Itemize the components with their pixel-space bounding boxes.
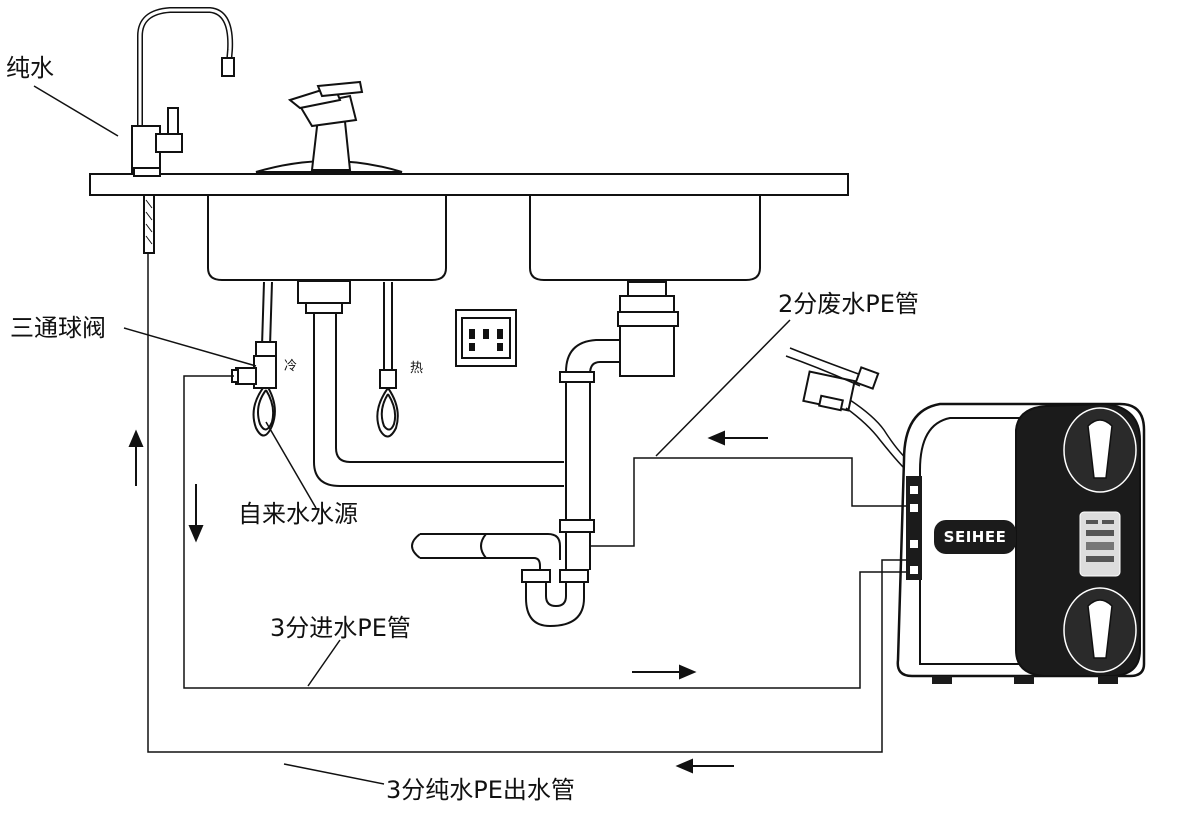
label-outlet-pipe: 3分纯水PE出水管 [386,776,575,804]
hot-hose [383,282,393,384]
three-way-ball-valve [231,355,277,389]
arrow-down [188,484,204,543]
arrow-left-outlet [675,758,734,774]
pipe-routes [147,253,906,753]
sink-basin-right [529,195,761,281]
sink-basin-left [207,195,447,281]
wall-outlet [455,309,517,367]
cold-hose [261,281,273,347]
arrow-right [632,664,697,680]
brand-badge [934,520,1016,554]
countertop [89,173,849,196]
label-inlet-pipe: 3分进水PE管 [270,614,411,642]
pure-water-faucet [131,7,235,254]
labels: 纯水 三通球阀 自来水水源 2分废水PE管 3分进水PE管 3分纯水PE出水管 … [6,54,919,804]
arrow-left-waste [707,430,768,446]
leader-lines [33,85,791,785]
cold-loop-hose [252,383,276,437]
label-cold: 冷 [284,359,297,374]
waste-pipe-route [590,457,906,547]
side-ports [906,476,922,580]
drain-plumbing [313,281,679,628]
outlet-pipe-route [147,253,906,753]
brand-name: SEIHEE [944,528,1007,546]
water-purifier-unit: SEIHEE [896,402,1146,684]
flow-arrows [128,429,768,774]
inlet-pipe-route [183,375,906,689]
sink-assembly [89,173,849,314]
arrow-up [128,429,144,486]
basin-drain-fitting [297,280,351,304]
supply-hoses [252,281,399,438]
hot-loop-hose [376,387,399,438]
label-three-way-valve: 三通球阀 [10,314,106,342]
power-adapter [785,347,911,471]
label-hot: 热 [410,361,423,376]
label-tap-water-source: 自来水水源 [238,500,358,528]
label-pure-water: 纯水 [6,54,54,82]
basin-drain-nut [305,302,343,314]
label-waste-pipe: 2分废水PE管 [778,290,919,318]
kitchen-faucet [255,80,403,173]
